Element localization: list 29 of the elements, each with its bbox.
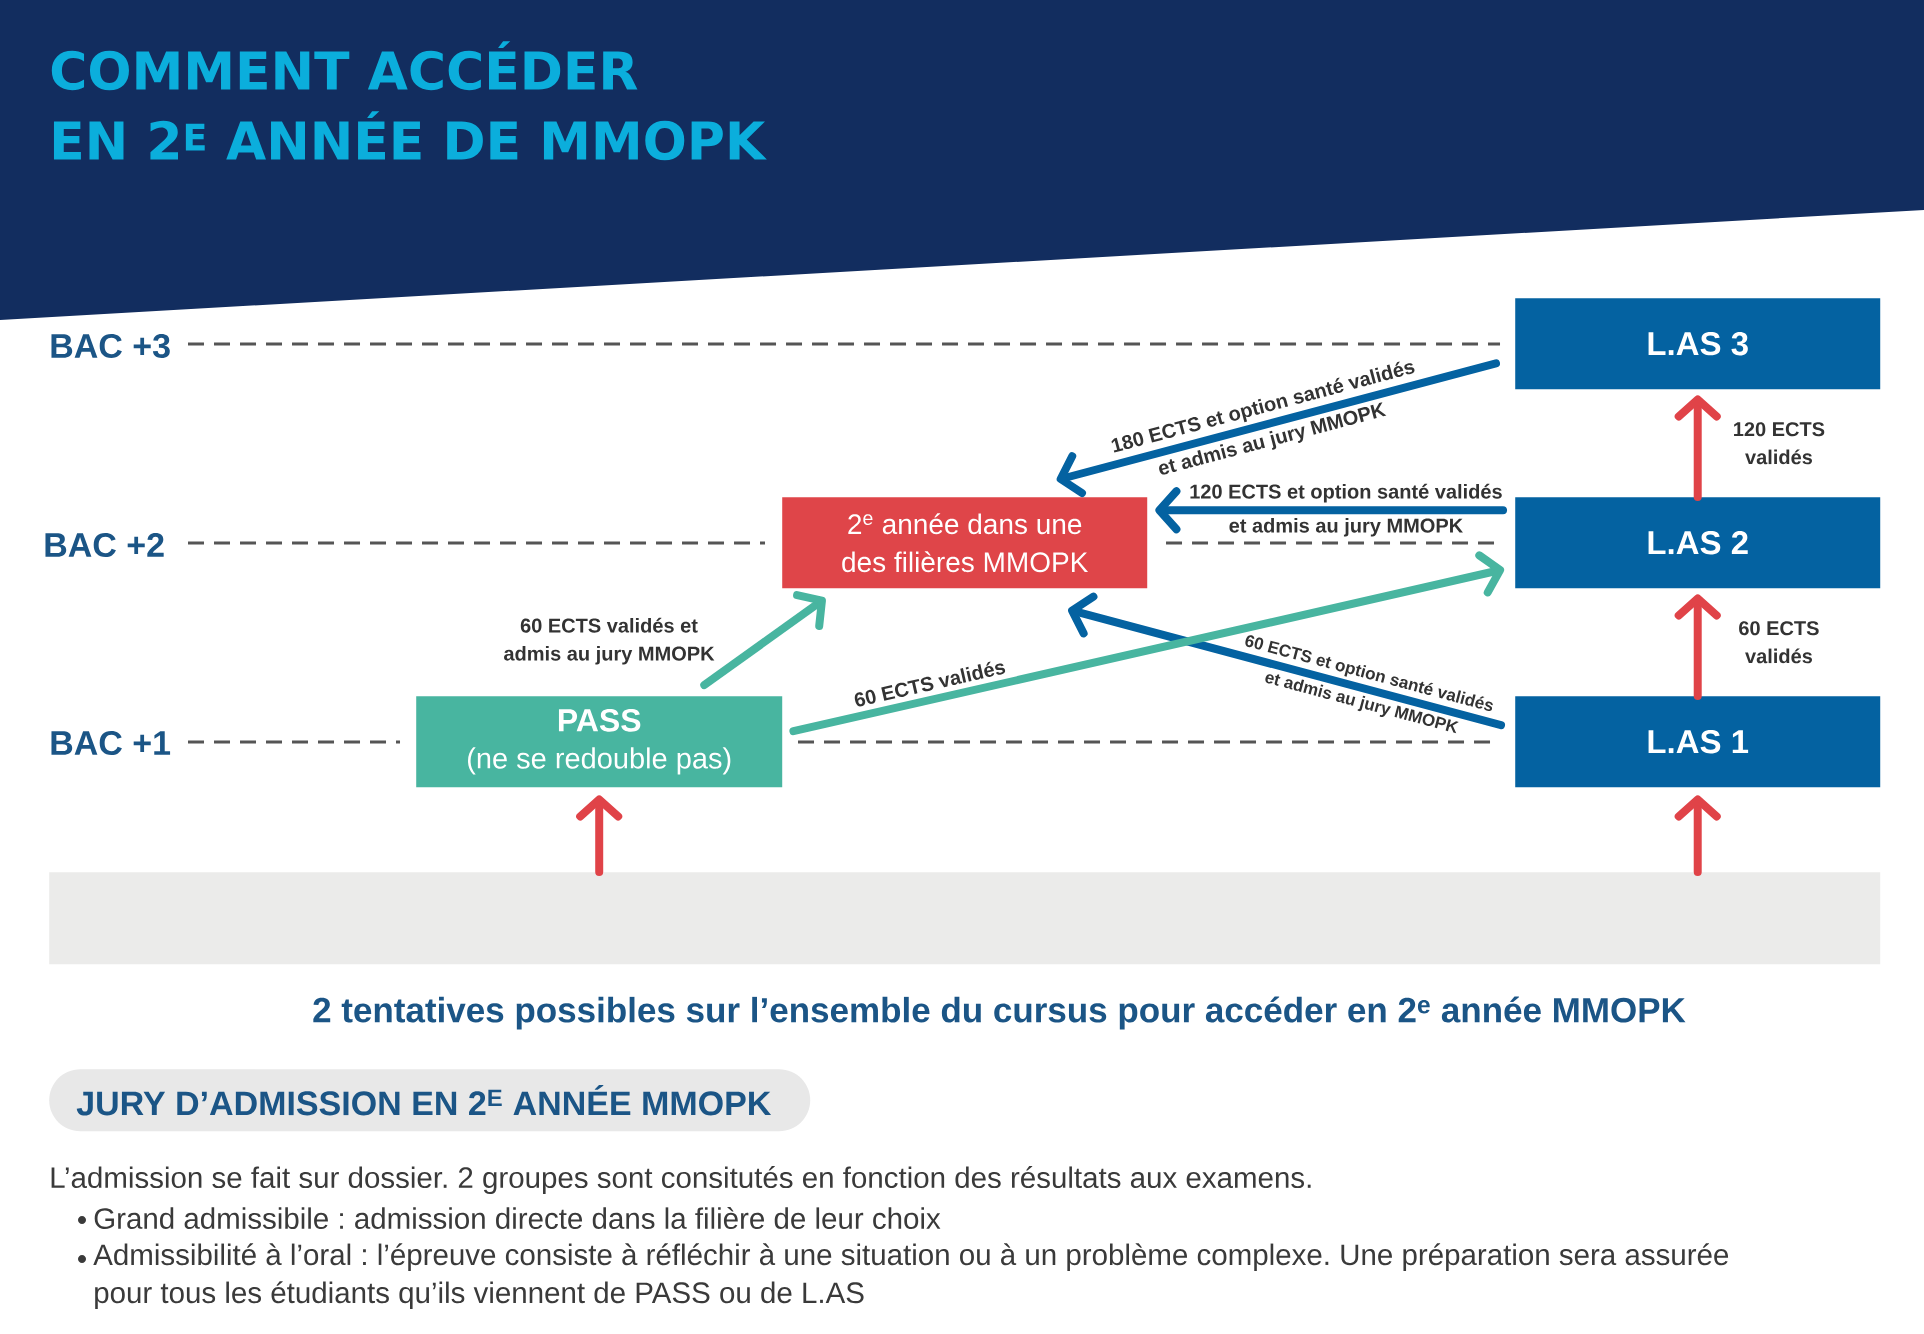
arrow	[700, 591, 826, 690]
arrow	[1674, 395, 1721, 501]
title: COMMENT ACCÉDER EN 2$^{E}$ ANNÉE DE MMOPK	[51, 41, 767, 161]
arrow	[1674, 594, 1721, 700]
edge-label: 180 ECTS et option santé validés et admis au jury MMOPK	[1111, 361, 1415, 475]
arrow	[1068, 592, 1505, 730]
section-heading: JURY D’ADMISSION EN 2$^{E}$ ANNÉE MMOPK	[49, 1069, 811, 1132]
target-box: 2$^{e}$ année dans une des filières MMOPK	[782, 497, 1148, 589]
edge-label: 60 ECTS validés	[1739, 621, 1819, 664]
paragraph: L’admission se fait sur dossier. 2 groupes sont consitutés en fonction des résultats aux examens.	[51, 1166, 1311, 1194]
arrow	[1056, 359, 1500, 497]
level-label: BAC +3	[51, 333, 170, 359]
level-label: BAC +1	[51, 730, 171, 756]
arrow	[789, 551, 1505, 736]
program-box: L.AS 3	[1515, 298, 1881, 390]
edge-label: 120 ECTS validés	[1734, 422, 1825, 465]
edge-label: 120 ECTS et option santé validés et admis au jury MMOPK	[1190, 483, 1502, 537]
edge-label: 60 ECTS et option santé validés et admis au jury MMOPK	[1245, 635, 1493, 734]
bullet-item: Grand admissibile : admission directe dans la filière de leur choix	[94, 1207, 941, 1229]
edge-label: 60 ECTS validés	[854, 661, 1006, 707]
bullet-item: Admissibilité à l’oral : l’épreuve consiste à réfléchir à une situation ou à un problème complexe. Une préparation sera assurée pour tous les étudiants qu’ils viennent de PASS ou de L.AS	[93, 1243, 1729, 1310]
program-box: L.AS 1	[1515, 696, 1881, 788]
edge-label: 60 ECTS validés et admis au jury MMOPK	[504, 617, 715, 665]
band	[49, 872, 1881, 965]
arrow	[1155, 487, 1507, 534]
level-label: BAC +2	[45, 532, 164, 558]
note: 2 tentatives possibles sur l’ensemble du cursus pour accéder en 2$^{e}$ année MMOPK	[313, 996, 1686, 1030]
program-box: PASS (ne se redouble pas)	[416, 696, 783, 788]
program-box: L.AS 2	[1515, 497, 1881, 589]
